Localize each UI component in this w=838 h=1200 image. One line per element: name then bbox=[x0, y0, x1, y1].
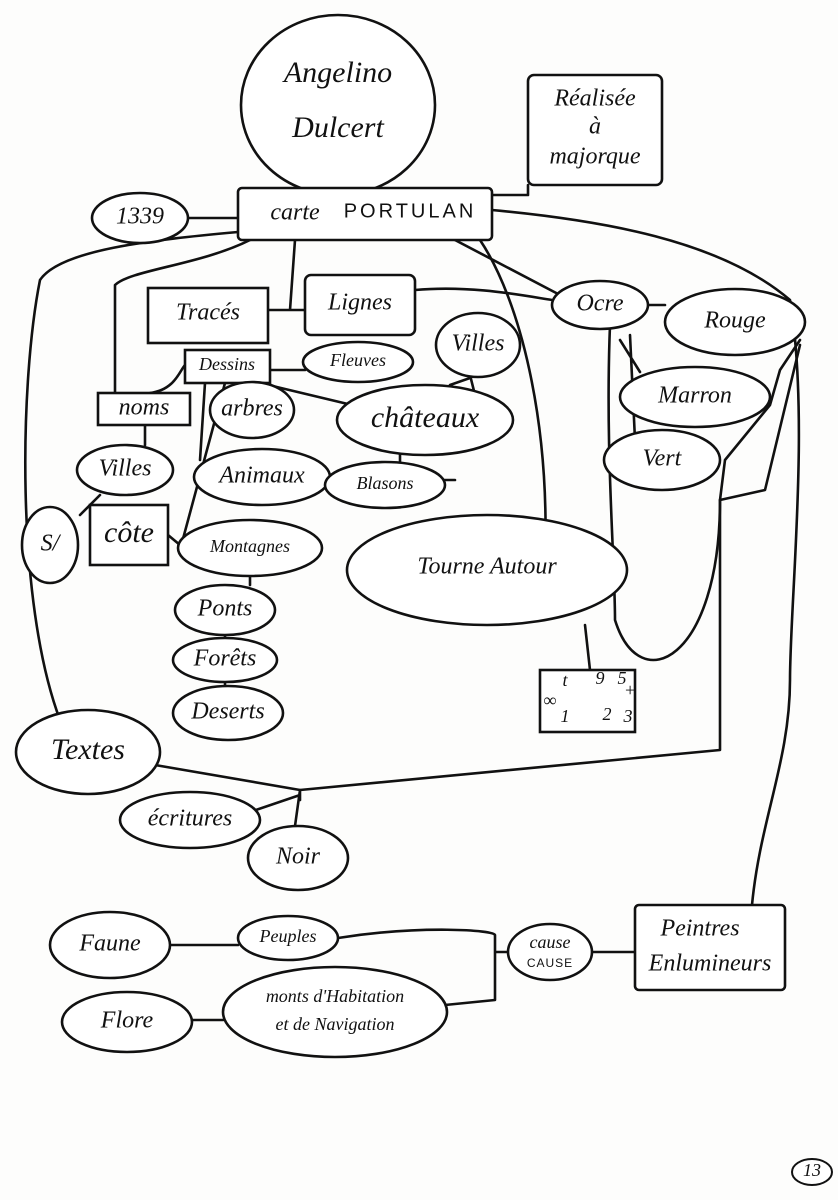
node-label: 1 bbox=[561, 706, 570, 726]
node-label: Enlumineurs bbox=[648, 951, 772, 977]
node-noms: noms bbox=[96, 391, 192, 427]
node-faune: Faune bbox=[48, 910, 172, 980]
node-rouge: Rouge bbox=[663, 287, 807, 357]
node-label: Fleuves bbox=[329, 350, 386, 370]
node-made-in: Réalisée à majorque bbox=[526, 73, 664, 187]
node-label: Textes bbox=[51, 733, 125, 766]
node-animaux: Animaux bbox=[192, 447, 332, 507]
node-monts: monts d'Habitation et de Navigation bbox=[221, 965, 449, 1059]
node-ocre: Ocre bbox=[550, 279, 650, 331]
node-label: Peintres bbox=[659, 916, 739, 942]
node-label: Montagnes bbox=[209, 536, 290, 556]
node-label: Flore bbox=[100, 1008, 154, 1034]
node-peuples: Peuples bbox=[236, 914, 340, 962]
node-cote: côte bbox=[88, 503, 170, 567]
node-label: 9 bbox=[596, 668, 605, 688]
node-villes-left: Villes bbox=[75, 443, 175, 497]
node-ponts: Ponts bbox=[173, 583, 277, 637]
node-label: Ponts bbox=[197, 596, 253, 622]
node-label: Marron bbox=[657, 383, 732, 409]
node-dessins: Dessins bbox=[183, 348, 272, 385]
node-label: Villes bbox=[99, 456, 152, 482]
node-label: CAUSE bbox=[527, 956, 573, 970]
node-label: Ocre bbox=[576, 291, 623, 317]
node-label: Blasons bbox=[356, 473, 413, 493]
node-ecritures: écritures bbox=[118, 790, 262, 850]
node-label: Réalisée bbox=[553, 86, 636, 112]
node-label: Deserts bbox=[190, 699, 264, 725]
node-label: PORTULAN bbox=[344, 200, 477, 222]
node-label: 5 bbox=[618, 668, 627, 688]
node-deserts: Deserts bbox=[171, 684, 285, 742]
node-label: monts d'Habitation bbox=[266, 986, 404, 1006]
node-label: Peuples bbox=[259, 926, 317, 946]
node-label: Angelino bbox=[282, 56, 392, 89]
node-fleuves: Fleuves bbox=[301, 340, 415, 384]
node-label: Animaux bbox=[217, 463, 305, 489]
node-flore: Flore bbox=[60, 990, 194, 1054]
node-label: 2 bbox=[603, 704, 612, 724]
node-label: Vert bbox=[643, 446, 683, 472]
node-label: Faune bbox=[78, 931, 141, 957]
node-label: côte bbox=[104, 516, 154, 549]
node-forets: Forêts bbox=[171, 636, 279, 684]
node-marron: Marron bbox=[618, 365, 772, 429]
node-label: Dessins bbox=[198, 354, 255, 374]
node-label: Dulcert bbox=[291, 111, 384, 144]
node-label: + bbox=[624, 680, 636, 700]
node-chateaux: châteaux bbox=[335, 383, 515, 457]
node-table: t 9 5 ∞ + 1 2 3 bbox=[538, 668, 637, 734]
node-label: et de Navigation bbox=[276, 1014, 395, 1034]
node-cause: cause CAUSE bbox=[506, 922, 594, 982]
node-author: Angelino Dulcert bbox=[239, 13, 437, 197]
node-label: à bbox=[589, 114, 601, 140]
node-label: majorque bbox=[549, 144, 640, 170]
node-label: écritures bbox=[148, 806, 232, 832]
node-lignes: Lignes bbox=[303, 273, 417, 337]
node-label: châteaux bbox=[371, 401, 480, 434]
node-label: Rouge bbox=[703, 308, 766, 334]
node-tourne-autour: Tourne Autour bbox=[345, 513, 629, 627]
node-sur: S/ bbox=[20, 505, 80, 585]
node-label: cause bbox=[530, 932, 571, 952]
node-arbres: arbres bbox=[208, 380, 296, 440]
node-year: 1339 bbox=[90, 191, 190, 245]
node-label: Noir bbox=[275, 844, 321, 870]
node-villes-right: Villes bbox=[434, 311, 522, 379]
node-label: 3 bbox=[623, 706, 633, 726]
node-label: Villes bbox=[452, 331, 505, 357]
node-label: noms bbox=[119, 395, 170, 421]
node-label: ∞ bbox=[544, 690, 557, 710]
node-label: Tracés bbox=[176, 300, 240, 326]
node-montagnes: Montagnes bbox=[176, 518, 324, 578]
node-peintres: Peintres Enlumineurs bbox=[633, 903, 787, 992]
node-label: 13 bbox=[803, 1160, 821, 1180]
node-label: Forêts bbox=[193, 646, 257, 672]
node-label: Lignes bbox=[327, 290, 392, 316]
node-label: arbres bbox=[221, 396, 283, 422]
node-label: Tourne Autour bbox=[417, 554, 557, 580]
node-label: t bbox=[562, 670, 568, 690]
node-label: S/ bbox=[41, 531, 62, 557]
node-traces: Tracés bbox=[146, 286, 270, 345]
node-noir: Noir bbox=[246, 824, 350, 892]
node-vert: Vert bbox=[602, 428, 722, 492]
node-blasons: Blasons bbox=[323, 460, 447, 510]
node-root-carte-portulan: carte PORTULAN bbox=[236, 186, 494, 242]
node-label: 1339 bbox=[116, 204, 164, 230]
node-label: carte bbox=[270, 200, 320, 226]
node-textes: Textes bbox=[14, 708, 162, 796]
page-number: 13 bbox=[791, 1158, 833, 1186]
